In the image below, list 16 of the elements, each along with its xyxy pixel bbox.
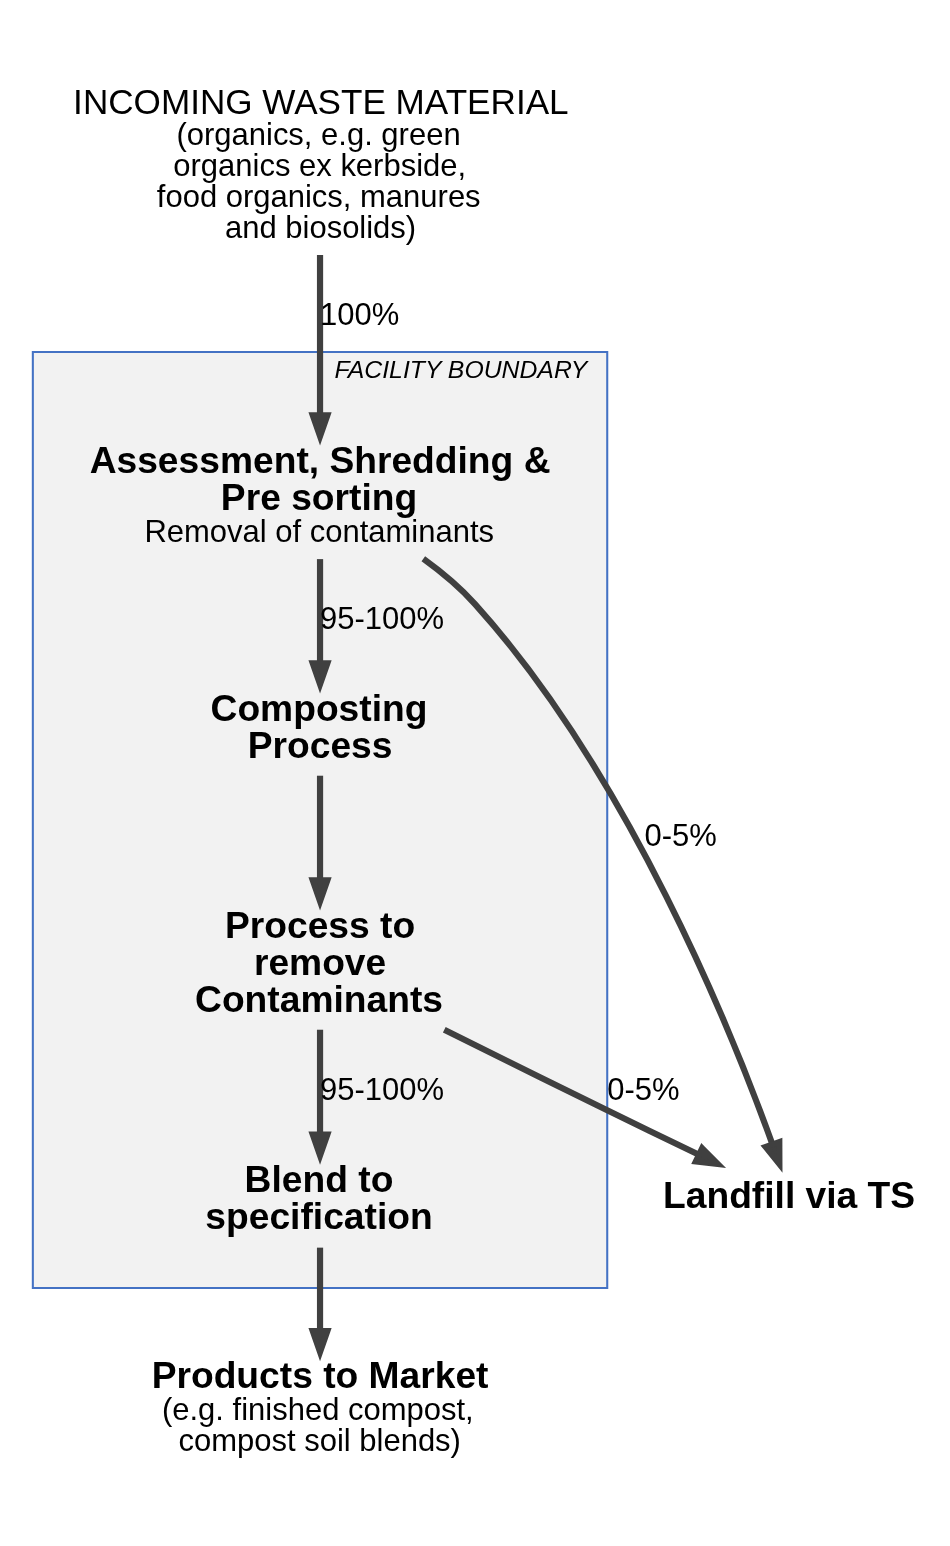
- node-text: Blend to specification: [205, 1157, 433, 1237]
- node-text: Products to Market (e.g. finished compost, compost soil blends): [151, 1353, 489, 1458]
- arrow: [308, 775, 332, 910]
- node-text: Landfill via TS: [663, 1173, 916, 1216]
- node-text: Process to remove Contaminants: [195, 903, 443, 1020]
- arrow: [308, 254, 332, 445]
- arrow: [442, 1026, 727, 1168]
- arrow: [308, 1029, 332, 1165]
- arrow: [421, 555, 783, 1173]
- node-text: Assessment, Shredding & Pre sorting Removal of contaminants: [89, 438, 551, 549]
- node-text: INCOMING WASTE MATERIAL (organics, e.g. green organics ex kerbside, food organics, manures and biosolids): [73, 81, 569, 245]
- node-text: Composting Process: [210, 686, 428, 766]
- arrow: [308, 558, 332, 693]
- edge-label: 0-5%: [607, 1071, 680, 1107]
- edge-label: 0-5%: [644, 817, 717, 853]
- arrow: [308, 1247, 332, 1361]
